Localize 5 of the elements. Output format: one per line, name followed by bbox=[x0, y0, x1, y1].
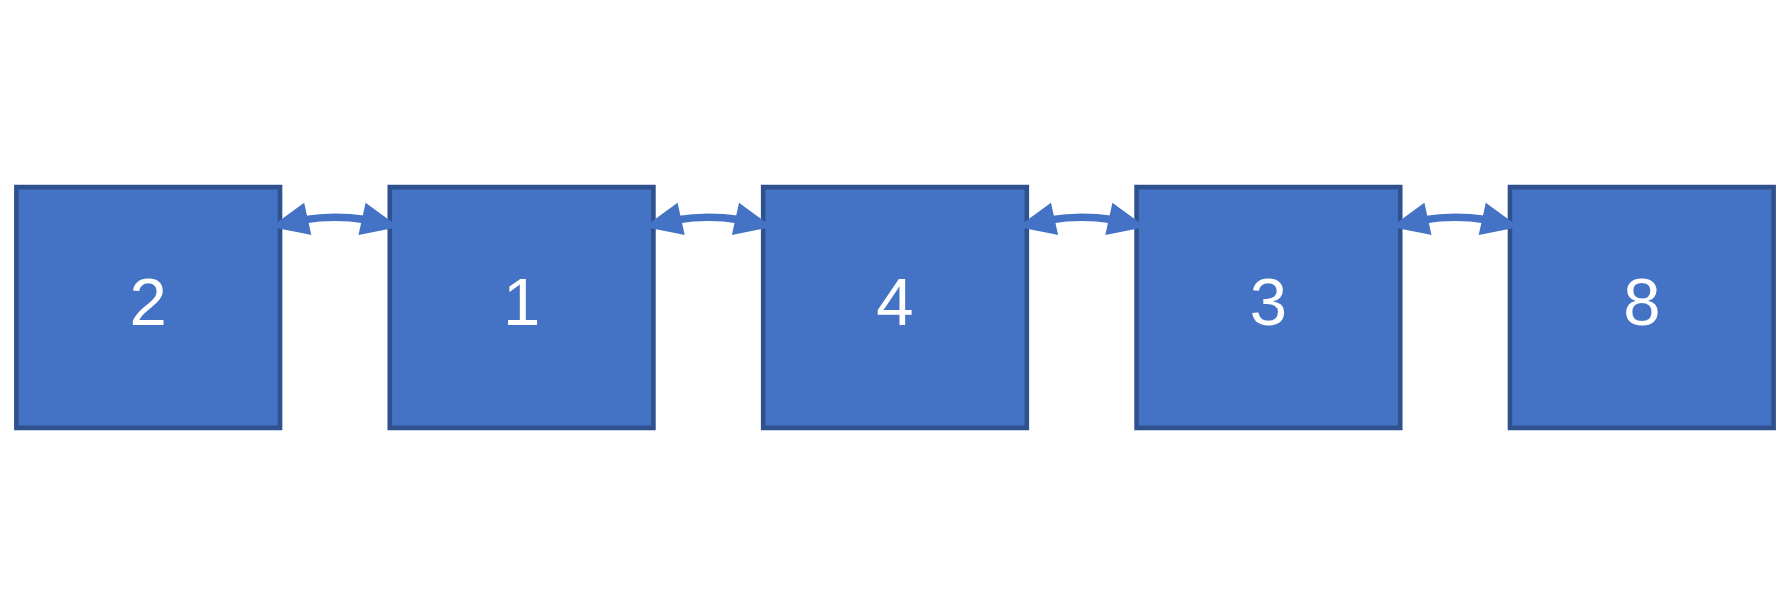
node-box: 4 bbox=[760, 184, 1030, 431]
node-box: 3 bbox=[1134, 184, 1403, 431]
node-box: 8 bbox=[1507, 184, 1776, 431]
node-box: 1 bbox=[387, 184, 656, 431]
node-box: 2 bbox=[14, 184, 283, 431]
